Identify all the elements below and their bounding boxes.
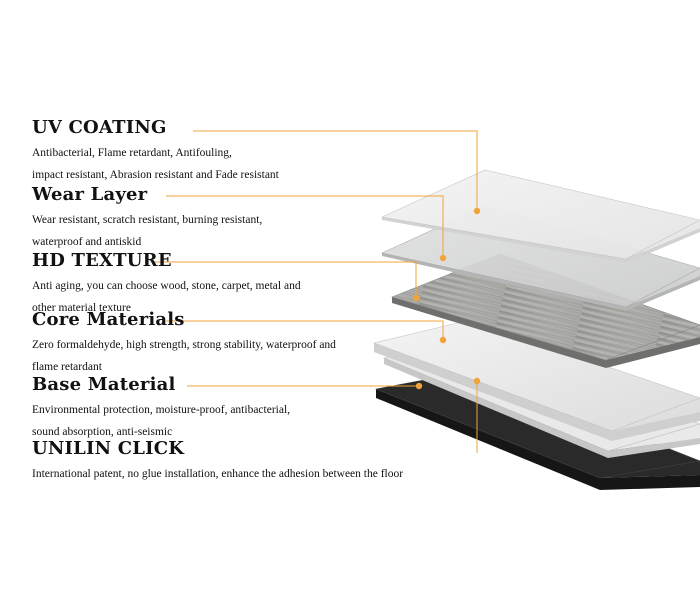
connector-core-materials <box>166 320 447 344</box>
layer-title: HD TEXTURE <box>32 250 172 271</box>
desc-line: Zero formaldehyde, high strength, strong… <box>32 339 336 351</box>
desc-line: impact resistant, Abrasion resistant and… <box>32 169 279 181</box>
layer-hd-texture: HD TEXTURE Anti aging, you can choose wo… <box>32 250 301 319</box>
layer-description: Anti aging, you can choose wood, stone, … <box>32 275 301 319</box>
layer-description: International patent, no glue installati… <box>32 463 403 485</box>
desc-line: flame retardant <box>32 361 102 373</box>
connector-base-material <box>187 382 423 390</box>
desc-line: International patent, no glue installati… <box>32 468 404 480</box>
layer-title: Core Materials <box>32 309 185 330</box>
desc-line: Antibacterial, Flame retardant, Antifoul… <box>32 147 232 159</box>
layer-description: Wear resistant, scratch resistant, burni… <box>32 209 262 253</box>
desc-line: Environmental protection, moisture-proof… <box>32 404 291 416</box>
uv-coating-layer-plate <box>380 169 700 263</box>
connector-wear-layer <box>166 195 447 262</box>
layer-description: Environmental protection, moisture-proof… <box>32 399 290 443</box>
desc-line: waterproof and antiskid <box>32 236 142 248</box>
desc-line: Wear resistant, scratch resistant, burni… <box>32 214 263 226</box>
layer-title: Wear Layer <box>32 184 148 205</box>
layer-title: UV COATING <box>32 117 167 138</box>
layer-core-materials: Core Materials Zero formaldehyde, high s… <box>32 309 336 378</box>
connector-unilin-click <box>473 377 481 453</box>
desc-line: sound absorption, anti-seismic <box>32 426 173 438</box>
layer-base-material: Base Material Environmental protection, … <box>32 374 290 443</box>
connector-hd-texture <box>155 261 420 302</box>
core-materials-layer-plate <box>372 319 700 441</box>
layer-description: Zero formaldehyde, high strength, strong… <box>32 334 336 378</box>
layer-description: Antibacterial, Flame retardant, Antifoul… <box>32 142 279 186</box>
layer-title: UNILIN CLICK <box>32 438 185 459</box>
layer-wear-layer: Wear Layer Wear resistant, scratch resis… <box>32 184 262 253</box>
desc-line: other material texture <box>32 302 131 314</box>
layer-title: Base Material <box>32 374 176 395</box>
desc-line: Anti aging, you can choose wood, stone, … <box>32 280 301 292</box>
connector-uv-coating <box>193 130 481 215</box>
layer-uv-coating: UV COATING Antibacterial, Flame retardan… <box>32 117 279 186</box>
layer-unilin-click: UNILIN CLICK International patent, no gl… <box>32 438 403 485</box>
